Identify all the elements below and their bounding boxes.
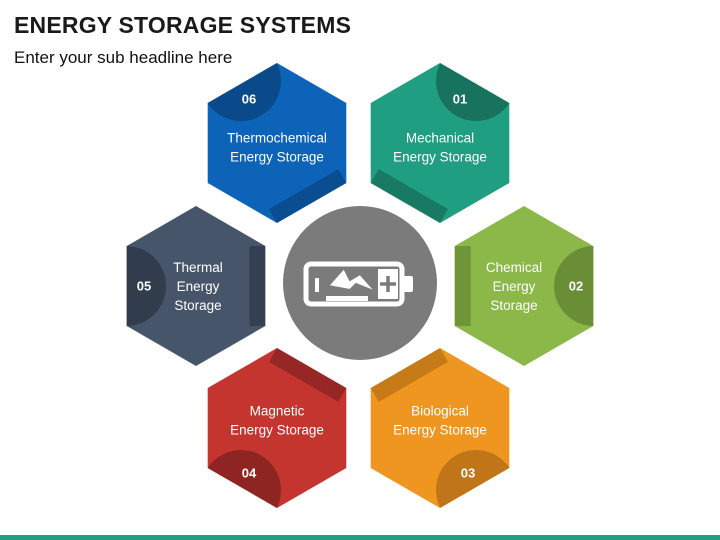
battery-charging-icon xyxy=(303,261,413,307)
hex-edge-band xyxy=(370,348,448,402)
hex-number-circle xyxy=(436,450,510,508)
hex-number-circle xyxy=(126,246,166,326)
hex-01-number: 01 xyxy=(453,92,467,107)
hex-02-number: 02 xyxy=(569,279,583,294)
hex-edge-band xyxy=(269,348,347,402)
hex-number-circle xyxy=(554,246,594,326)
hex-shape xyxy=(454,206,594,366)
hex-number-circle xyxy=(436,63,510,121)
footer-accent-bar xyxy=(0,535,720,540)
hex-shape xyxy=(126,206,266,366)
hex-edge-band xyxy=(269,169,347,223)
hex-number-circle xyxy=(207,450,281,508)
page-subtitle: Enter your sub headline here xyxy=(14,48,233,67)
hex-03-number: 03 xyxy=(461,466,475,481)
hex-edge-band xyxy=(454,246,471,326)
hex-number-circle xyxy=(207,63,281,121)
page-title: ENERGY STORAGE SYSTEMS xyxy=(14,12,352,38)
hex-edge-band xyxy=(370,169,448,223)
hex-edge-band xyxy=(249,246,266,326)
hex-04-number: 04 xyxy=(242,466,257,481)
hex-06-number: 06 xyxy=(242,92,256,107)
hex-05-number: 05 xyxy=(137,279,151,294)
